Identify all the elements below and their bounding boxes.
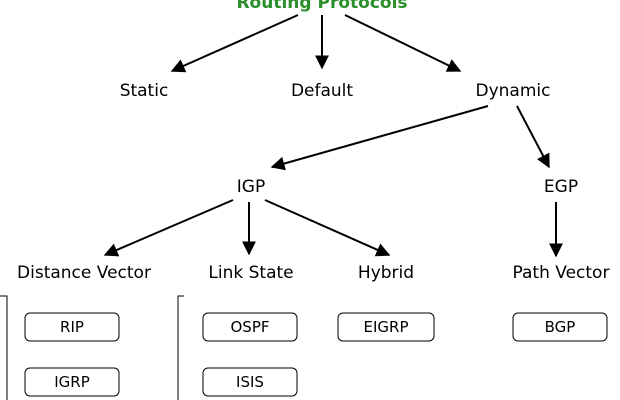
protocol-box-bgp: BGP — [512, 312, 608, 342]
node-link-state: Link State — [208, 263, 293, 283]
protocol-box-eigrp: EIGRP — [337, 312, 435, 342]
bracket-distance-vector — [0, 295, 8, 400]
protocol-label-rip: RIP — [60, 318, 84, 336]
node-hybrid: Hybrid — [358, 263, 414, 283]
protocol-box-isis: ISIS — [202, 367, 298, 397]
protocol-label-isis: ISIS — [236, 373, 264, 391]
node-igp: IGP — [237, 177, 265, 197]
protocol-box-rip: RIP — [24, 312, 120, 342]
arrow-igp-to-distance-vector — [103, 199, 234, 257]
arrow-dynamic-to-egp — [516, 105, 550, 169]
arrow-title-to-static — [170, 14, 299, 73]
node-egp: EGP — [544, 177, 578, 197]
arrow-dynamic-to-igp — [270, 105, 489, 171]
protocol-label-ospf: OSPF — [230, 318, 269, 336]
node-distance-vector: Distance Vector — [17, 263, 151, 283]
node-path-vector: Path Vector — [513, 263, 610, 283]
diagram-title: Routing Protocols — [236, 0, 407, 13]
node-static: Static — [120, 81, 169, 101]
node-dynamic: Dynamic — [476, 81, 551, 101]
bracket-link-state — [177, 295, 184, 400]
protocol-box-igrp: IGRP — [24, 367, 120, 397]
protocol-label-eigrp: EIGRP — [364, 318, 409, 336]
protocol-box-ospf: OSPF — [202, 312, 298, 342]
protocol-label-bgp: BGP — [545, 318, 576, 336]
arrow-title-to-dynamic — [344, 14, 462, 72]
node-default: Default — [291, 81, 353, 101]
arrow-igp-to-hybrid — [264, 199, 391, 257]
protocol-label-igrp: IGRP — [54, 373, 90, 391]
